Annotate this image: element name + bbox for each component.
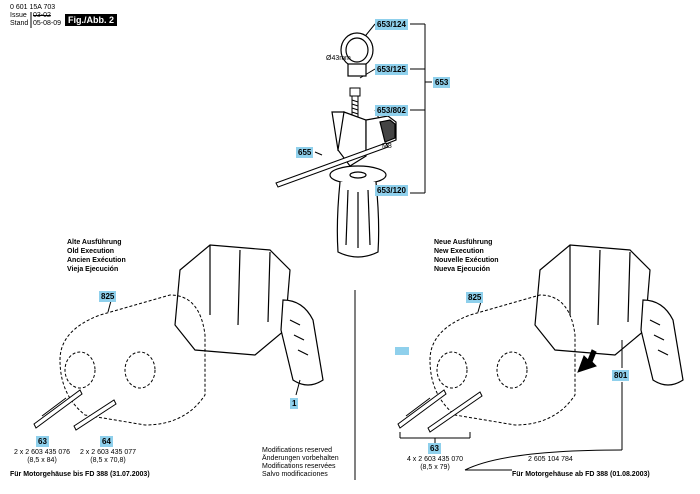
new-gear-housing-dashed xyxy=(429,294,576,426)
new-version-line-1: Neue Ausführung xyxy=(434,239,493,246)
old-gear-housing-dashed xyxy=(59,294,206,426)
clamp-bracket-part xyxy=(331,111,397,167)
issue-value: 03-02 xyxy=(33,12,51,19)
callout-825-left: 825 xyxy=(99,291,117,302)
old-housing-assembly xyxy=(174,244,324,386)
callout-655: 655 xyxy=(296,147,314,158)
highlight-marker xyxy=(395,347,409,355)
callout-653-802: 653/802 xyxy=(375,105,408,116)
stand-value: 05-08-09 xyxy=(33,20,62,27)
screw-63-new-size: (8,5 x 79) xyxy=(420,464,450,471)
callout-653-125: 653/125 xyxy=(375,64,408,75)
callout-825-right: 825 xyxy=(466,292,484,303)
part-number: 0 601 15A 703 xyxy=(10,4,56,11)
callout-653-120: 653/120 xyxy=(375,185,408,196)
issue-label: Issue xyxy=(10,12,27,19)
screw-63-new-code: 4 x 2 603 435 070 xyxy=(406,456,464,463)
stand-label: Stand xyxy=(10,20,29,27)
footer-right: Für Motorgehäuse ab FD 388 (01.08.2003) xyxy=(512,471,650,478)
new-version-line-2: New Execution xyxy=(434,248,484,255)
clamp-ring-part xyxy=(340,32,374,77)
callout-1: 1 xyxy=(290,398,299,409)
new-housing-assembly xyxy=(534,244,684,386)
callout-653-124: 653/124 xyxy=(375,19,408,30)
screw-63-old-size: (8,5 x 84) xyxy=(27,457,57,464)
screw-64-size: (8,5 x 70,8) xyxy=(90,457,126,464)
callout-63-left: 63 xyxy=(36,436,49,447)
old-version-line-4: Vieja Ejecución xyxy=(67,266,119,273)
note-line-4: Salvo modificaciones xyxy=(262,471,328,478)
svg-text:M8: M8 xyxy=(382,143,392,150)
callout-653: 653 xyxy=(433,77,451,88)
footer-left: Für Motorgehäuse bis FD 388 (31.07.2003) xyxy=(10,471,150,478)
note-line-3: Modifications reservées xyxy=(262,463,336,470)
old-version-line-2: Old Execution xyxy=(67,248,115,255)
diameter-annotation: Ø43mm xyxy=(326,55,351,62)
depth-rod-part xyxy=(275,142,389,188)
insert-arrow xyxy=(577,349,597,373)
new-screws xyxy=(397,389,483,433)
new-version-line-4: Nueva Ejecución xyxy=(434,266,491,273)
note-line-2: Änderungen vorbehalten xyxy=(262,455,339,462)
old-version-line-1: Alte Ausführung xyxy=(67,239,122,246)
old-version-line-3: Ancien Exécution xyxy=(67,257,126,264)
bolt-part xyxy=(349,87,361,119)
callout-64: 64 xyxy=(100,436,113,447)
screw-64-code: 2 x 2 603 435 077 xyxy=(79,449,137,456)
note-line-1: Modifications reserved xyxy=(262,447,333,454)
callout-801: 801 xyxy=(612,370,630,381)
callout-63-right: 63 xyxy=(428,443,441,454)
old-screws xyxy=(33,389,117,431)
screw-63-old-code: 2 x 2 603 435 076 xyxy=(13,449,71,456)
figure-title: Fig./Abb. 2 xyxy=(65,14,117,26)
side-handle-part xyxy=(329,165,387,258)
screw-801-code: 2 605 104 784 xyxy=(528,456,573,463)
new-version-line-3: Nouvelle Exécution xyxy=(434,257,499,264)
